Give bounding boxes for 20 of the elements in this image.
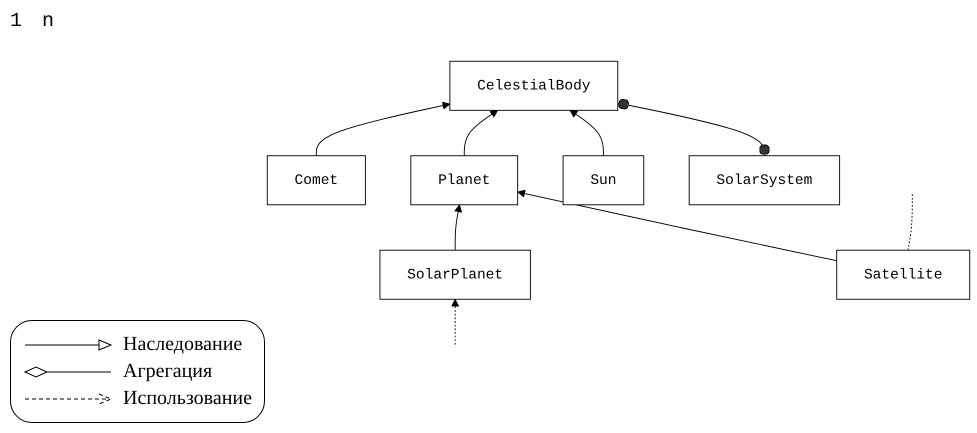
node-box: CelestialBody (449, 60, 618, 111)
node-box: Planet (410, 155, 518, 206)
node-box: SolarSystem (688, 155, 840, 206)
node-box: Satellite (836, 250, 970, 300)
arrow (451, 298, 460, 346)
connector (907, 193, 913, 251)
node-box: SolarPlanet (379, 250, 531, 300)
legend-text: Использование (123, 387, 252, 410)
legend-text: Агрегация (123, 360, 212, 383)
node-box: Sun (562, 155, 644, 206)
multiplicity-label: 1 (10, 10, 22, 33)
legend-text: Наследование (123, 333, 242, 356)
arrow (316, 102, 450, 156)
multiplicity-label: n (42, 10, 54, 33)
arrow (454, 204, 462, 251)
arrow (570, 110, 604, 156)
arrow (464, 110, 498, 156)
arrow (517, 190, 838, 262)
node-box: Comet (266, 155, 366, 206)
connector (617, 98, 770, 156)
